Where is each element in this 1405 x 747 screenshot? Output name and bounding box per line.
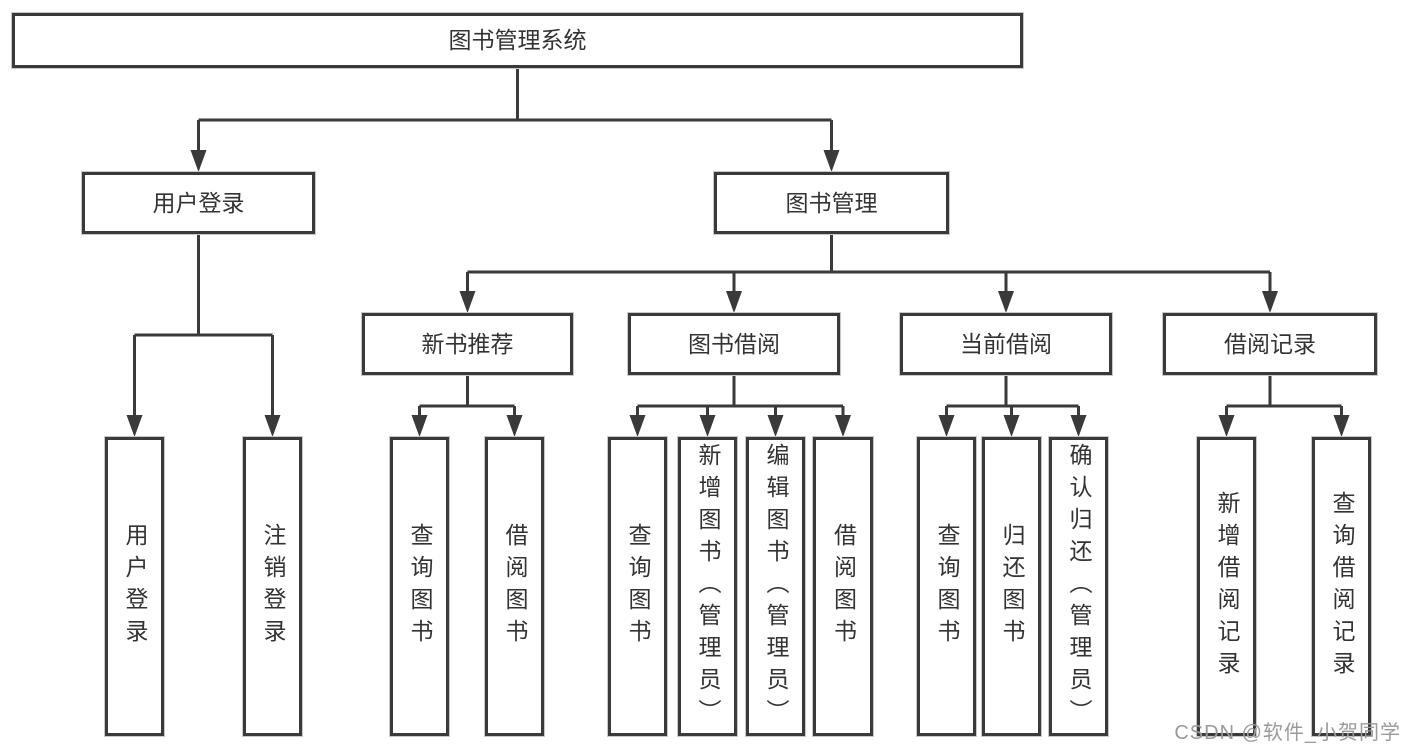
node-label: 查询图书 (625, 522, 651, 651)
node-label: 新增图书（管理员） (695, 442, 721, 731)
arrowhead-icon (938, 415, 955, 437)
node-label: 图书管理系统 (448, 27, 587, 53)
node-label: 查询图书 (934, 522, 960, 651)
node-book-borrow: 图书借阅 (628, 313, 840, 375)
node-book-mgmt: 图书管理 (714, 172, 949, 234)
node-label: 查询借阅记录 (1329, 490, 1355, 683)
node-label: 图书借阅 (688, 330, 780, 357)
node-new-query: 查询图书 (390, 437, 449, 736)
arrowhead-icon (506, 415, 523, 437)
node-label: 新书推荐 (421, 330, 514, 357)
node-rec-add: 新增借阅记录 (1197, 437, 1256, 736)
node-bb-add: 新增图书（管理员） (678, 437, 737, 736)
arrowhead-icon (998, 291, 1014, 313)
node-label: 注销登录 (260, 522, 286, 651)
watermark-text: CSDN @软件_小贺同学 (1174, 722, 1401, 744)
arrowhead-icon (629, 415, 646, 437)
arrowhead-icon (190, 150, 207, 172)
node-bb-query: 查询图书 (608, 437, 667, 736)
node-borrow-record: 借阅记录 (1163, 313, 1377, 375)
node-cb-return: 归还图书 (982, 437, 1041, 736)
node-label: 编辑图书（管理员） (763, 442, 789, 731)
node-root: 图书管理系统 (12, 13, 1023, 68)
arrowhead-icon (264, 415, 281, 437)
arrowhead-icon (126, 415, 143, 437)
node-label: 查询图书 (407, 522, 433, 651)
arrowhead-icon (459, 291, 476, 313)
arrowhead-icon (823, 150, 840, 172)
arrowhead-icon (1262, 291, 1278, 313)
node-label: 借阅记录 (1224, 330, 1316, 357)
arrowhead-icon (1333, 415, 1350, 437)
node-label: 图书管理 (785, 189, 878, 216)
node-current-borrow: 当前借阅 (900, 313, 1112, 375)
node-label: 确认归还（管理员） (1066, 442, 1092, 731)
node-label: 新增借阅记录 (1214, 490, 1240, 683)
node-label: 归还图书 (999, 522, 1025, 651)
node-new-rec: 新书推荐 (362, 313, 573, 375)
node-label: 借阅图书 (830, 522, 857, 651)
arrowhead-icon (411, 415, 428, 437)
node-label: 借阅图书 (502, 522, 528, 651)
node-bb-borrow: 借阅图书 (813, 437, 873, 736)
node-label: 用户登录 (152, 189, 245, 216)
node-bb-edit: 编辑图书（管理员） (746, 437, 805, 736)
node-login: 用户登录 (82, 172, 315, 234)
arrowhead-icon (726, 291, 742, 313)
node-rec-query: 查询借阅记录 (1312, 437, 1371, 736)
node-cb-confirm: 确认归还（管理员） (1049, 437, 1108, 736)
node-login-logout: 注销登录 (243, 437, 302, 736)
arrowhead-icon (1218, 415, 1235, 437)
node-label: 用户登录 (122, 522, 148, 651)
node-new-borrow: 借阅图书 (485, 437, 544, 736)
arrowhead-icon (835, 415, 851, 437)
node-label: 当前借阅 (960, 330, 1052, 357)
node-login-user: 用户登录 (105, 437, 164, 736)
arrowhead-icon (1003, 415, 1020, 437)
node-cb-query: 查询图书 (917, 437, 976, 736)
arrowhead-icon (1070, 415, 1087, 437)
arrowhead-icon (767, 415, 784, 437)
arrowhead-icon (699, 415, 716, 437)
